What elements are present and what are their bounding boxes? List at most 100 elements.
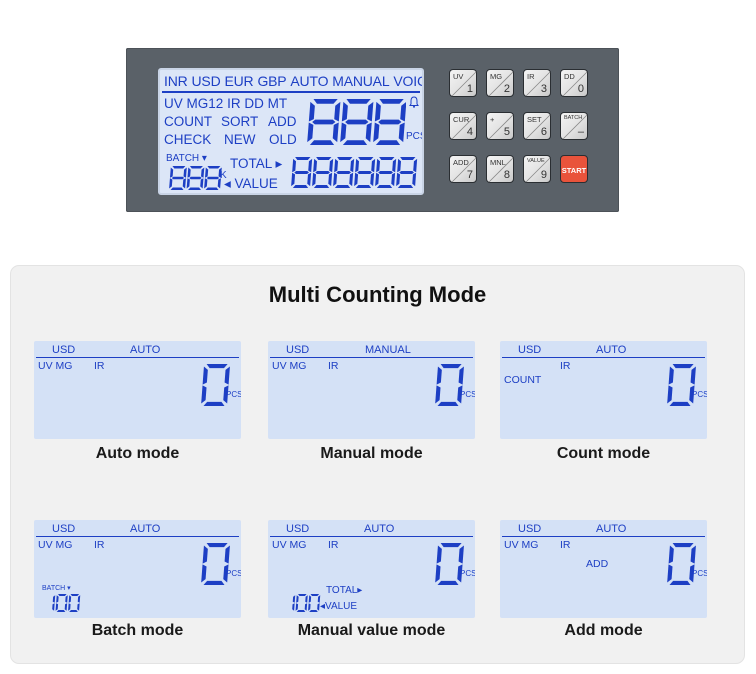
mini-uv-mg: UV MG xyxy=(504,539,539,551)
digit-segment-e xyxy=(667,385,673,404)
label-count: COUNT xyxy=(164,114,212,129)
digit-segment-a xyxy=(337,157,353,161)
digit-segment-a xyxy=(207,166,221,169)
digit-segment-d xyxy=(334,184,351,188)
digit-segment-b xyxy=(458,545,464,564)
key-number-label: – xyxy=(577,126,584,138)
digit-segment-a xyxy=(70,594,80,596)
digit-segment-c xyxy=(412,172,417,187)
value-digits xyxy=(291,157,418,188)
key-divider-line xyxy=(488,157,514,183)
mini-uv-mg: UV MG xyxy=(38,360,73,372)
digit-segment-f xyxy=(169,167,174,178)
digit-segment-b xyxy=(183,167,187,178)
digit-segment-e xyxy=(201,564,207,583)
digit-segment-c xyxy=(200,178,204,189)
start-button[interactable]: START xyxy=(560,155,588,183)
key-function-label: DD xyxy=(564,72,575,81)
digit-segment-c xyxy=(689,385,695,404)
label-mg12: MG12 xyxy=(186,96,224,111)
key-number-label: 3 xyxy=(540,83,547,95)
mini-divider xyxy=(502,357,705,359)
digit-segment-c xyxy=(317,603,320,611)
digit-segment-f xyxy=(187,167,191,178)
digit-segment-b xyxy=(329,158,334,173)
key-function-label: MNL xyxy=(490,158,506,167)
mini-divider xyxy=(502,536,705,538)
digit-segment-g xyxy=(378,170,394,175)
mode-caption: Manual mode xyxy=(320,445,423,462)
digit-segment-f xyxy=(204,167,209,178)
label-add: ADD xyxy=(268,114,297,129)
digit-segment-b xyxy=(77,595,81,603)
mini-value-digits xyxy=(292,594,321,612)
digit-segment-a xyxy=(206,364,228,369)
digit-segment-e xyxy=(373,122,380,143)
digit-segment-b xyxy=(350,158,355,173)
digit-segment-g xyxy=(357,170,373,175)
digit-segment-c xyxy=(689,564,695,583)
mini-divider xyxy=(270,357,473,359)
mini-ir: IR xyxy=(94,360,105,372)
digit-segment-f xyxy=(308,101,315,122)
key-number-label: 5 xyxy=(503,126,510,138)
digit-segment-f xyxy=(202,366,208,385)
digit-segment-a xyxy=(358,157,374,161)
digit-segment-e xyxy=(169,178,173,189)
label-k: K xyxy=(220,170,227,181)
mini-divider xyxy=(36,536,239,538)
batch-digits xyxy=(169,166,222,190)
digit-segment-c xyxy=(391,172,396,187)
digit-segment-d xyxy=(56,610,66,612)
digit-segment-b xyxy=(218,167,222,178)
digit-segment-f xyxy=(341,101,348,122)
key-number-label: 1 xyxy=(466,83,473,95)
digit-segment-c xyxy=(332,122,339,143)
digit-segment-a xyxy=(316,157,332,161)
mini-divider xyxy=(270,536,473,538)
key-function-label: MG xyxy=(490,72,503,81)
key-batch[interactable]: BATCH– xyxy=(560,112,588,140)
mode-caption: Manual value mode xyxy=(297,622,446,639)
digit-segment-d xyxy=(188,187,201,190)
mini-currency: USD xyxy=(518,523,542,535)
digit-segment-d xyxy=(205,187,219,190)
digit-segment-b xyxy=(201,167,205,178)
digit-segment-f xyxy=(668,366,674,385)
digit-segment-e xyxy=(201,385,207,404)
digit-segment-g xyxy=(171,176,185,180)
digit-segment-b xyxy=(690,366,696,385)
digit-segment-e xyxy=(354,172,359,187)
digit-segment-g xyxy=(315,170,331,175)
digit-segment-e xyxy=(340,122,347,143)
mini-ir: IR xyxy=(328,360,339,372)
mini-currency: USD xyxy=(518,344,542,356)
mode-caption: Auto mode xyxy=(95,445,180,462)
key-number-label: 2 xyxy=(503,83,510,95)
main-lcd-display: INRUSDEURGBPAUTOMANUALVOICE UV MG12 IR D… xyxy=(158,68,424,195)
digit-segment-d xyxy=(375,140,401,145)
mini-currency: USD xyxy=(286,523,310,535)
digit-segment-d xyxy=(203,580,225,585)
key-number-label: 7 xyxy=(466,169,473,181)
key-[interactable]: +5 xyxy=(486,112,514,140)
mini-currency: USD xyxy=(52,344,76,356)
digit-segment-d xyxy=(170,187,184,190)
key-function-label: + xyxy=(490,115,495,124)
label-total: TOTAL ▸ xyxy=(230,156,283,171)
digit-segment-d xyxy=(203,401,225,406)
digit-segment-b xyxy=(413,158,418,173)
digit-segment-c xyxy=(457,564,463,583)
label-value: ◂ VALUE xyxy=(224,176,278,191)
digit-segment-c xyxy=(398,122,405,143)
digit-segment-b xyxy=(224,366,230,385)
